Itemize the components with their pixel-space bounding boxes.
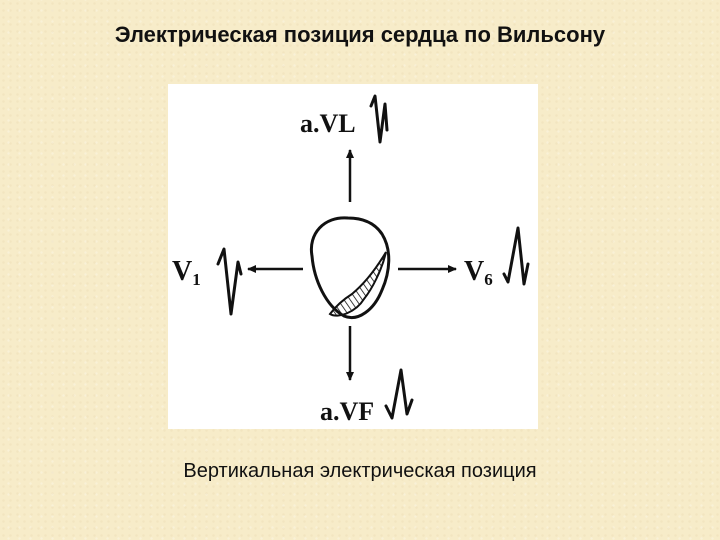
figure-caption: Вертикальная электрическая позиция <box>183 460 537 482</box>
lead-label-avl: a.VL <box>300 109 356 138</box>
lead-label-v6: V6 <box>464 256 493 289</box>
heart-outline-icon <box>309 216 391 319</box>
lead-label-avf: a.VF <box>320 397 374 426</box>
ecg-complex-avl-icon <box>369 94 389 144</box>
wilson-position-diagram: a.VL V1 V6 a.VF <box>172 94 530 426</box>
ecg-complex-v6-icon <box>502 226 530 286</box>
heart-icon <box>309 216 391 319</box>
ecg-complex-avf-icon <box>384 368 414 420</box>
lead-label-v1: V1 <box>172 256 201 289</box>
diagram-panel: a.VL V1 V6 a.VF <box>168 84 538 429</box>
ecg-complex-v1-icon <box>216 247 243 316</box>
hatched-ventricle-icon <box>328 251 387 317</box>
slide-title: Электрическая позиция сердца по Вильсону <box>114 22 606 47</box>
